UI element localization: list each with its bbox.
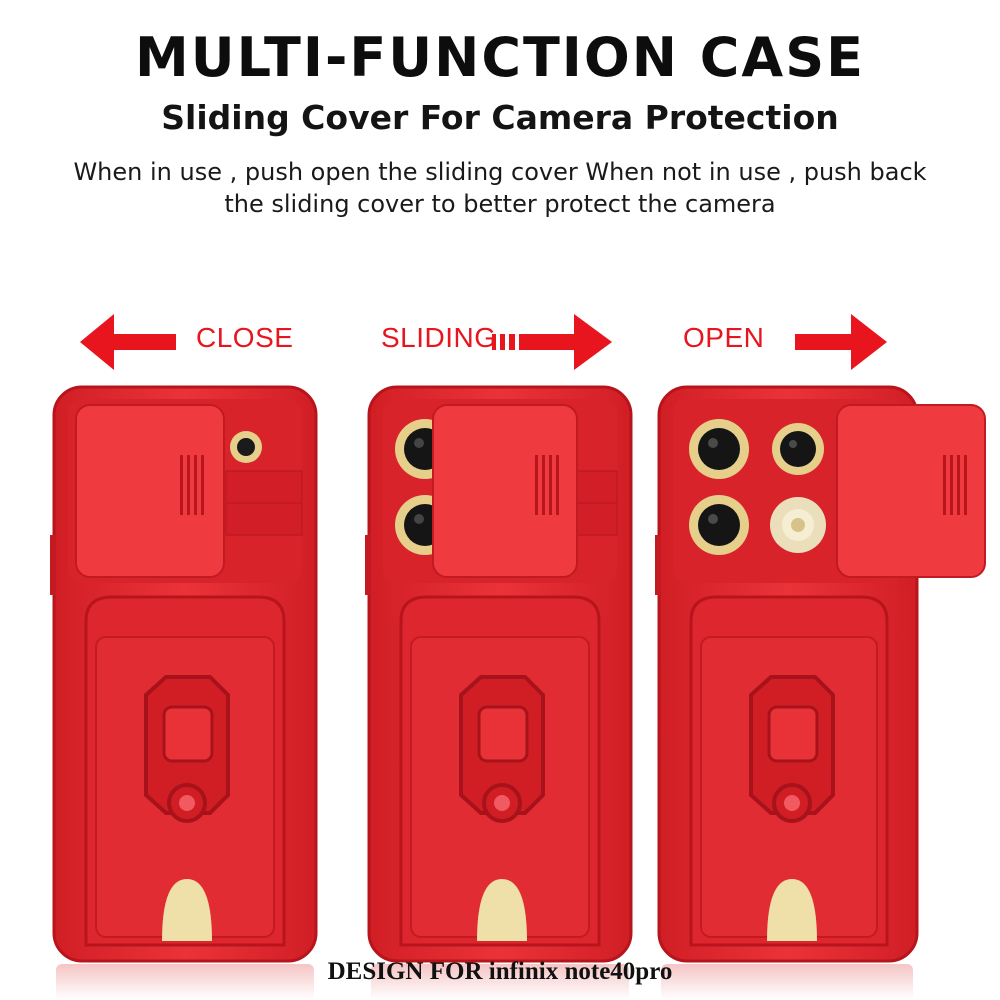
- phone-case-open: [655, 385, 986, 963]
- phone-case-sliding: [365, 385, 633, 963]
- description-line-1: When in use , push open the sliding cove…: [73, 158, 927, 186]
- arrow-right-icon: [795, 314, 887, 370]
- state-label-sliding: SLIDING: [381, 322, 497, 353]
- description: When in use , push open the sliding cove…: [60, 156, 940, 220]
- arrow-left-icon: [80, 314, 176, 370]
- state-label-open: OPEN: [683, 322, 765, 353]
- reflection-3: [661, 964, 913, 1000]
- page-subtitle: Sliding Cover For Camera Protection: [161, 98, 839, 137]
- page-title: MULTI-FUNCTION CASE: [135, 26, 865, 89]
- phone-case-closed: [50, 385, 318, 963]
- description-line-2: the sliding cover to better protect the …: [224, 190, 776, 218]
- arrow-right-dashed-icon: [492, 314, 612, 370]
- footer-model-text: DESIGN FOR infinix note40pro: [327, 958, 673, 985]
- reflection-1: [56, 964, 314, 1000]
- reflection-2: [371, 964, 629, 1000]
- state-label-close: CLOSE: [196, 322, 294, 353]
